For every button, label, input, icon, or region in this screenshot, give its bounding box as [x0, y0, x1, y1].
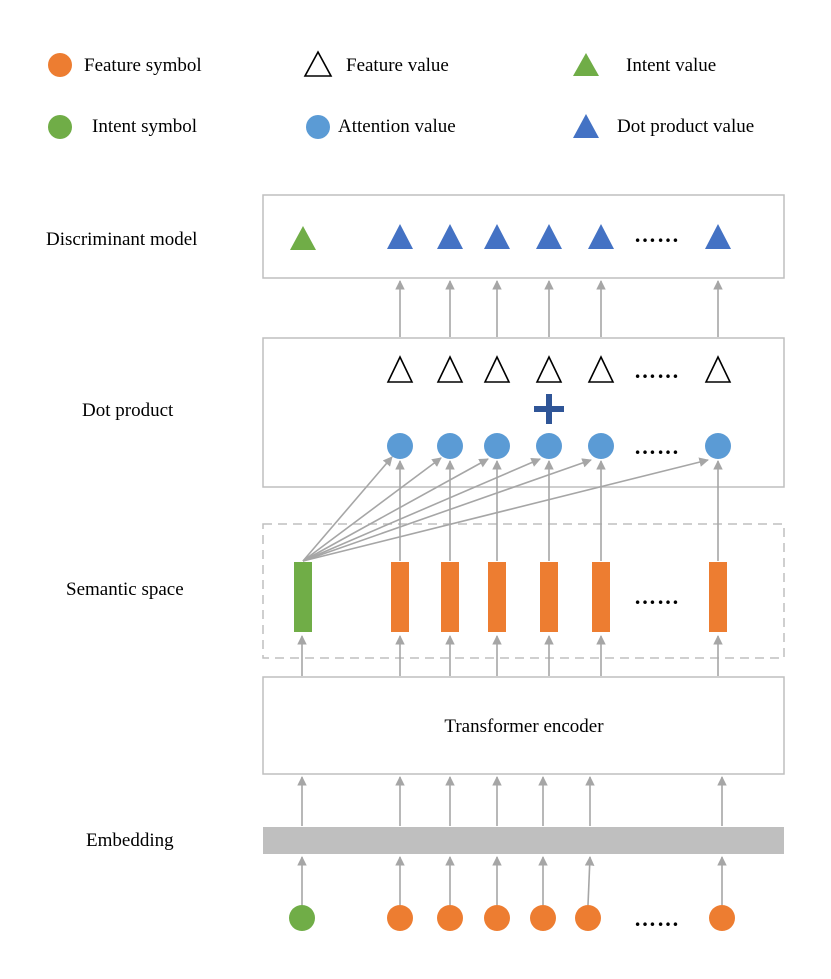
legend-attention-value-icon: [306, 115, 330, 139]
layer-label-embedding: Embedding: [86, 830, 174, 851]
attention-value-circle: [705, 433, 731, 459]
legend-feature-value-icon: [303, 50, 333, 77]
feature-value-ellipsis: ……: [634, 358, 680, 383]
dot-product-value-triangle: [588, 224, 614, 249]
legend-dot-product-value-icon: [573, 114, 599, 138]
attention-ellipsis: ……: [634, 434, 680, 459]
feature-value-triangle: [483, 355, 511, 383]
dot-product-value-triangle: [387, 224, 413, 249]
legend-intent-symbol-icon: [48, 115, 72, 139]
dot-product-box: [262, 337, 785, 488]
feature-semantic-bar: [488, 562, 506, 632]
attention-value-circle: [437, 433, 463, 459]
intent-symbol-circle: [289, 905, 315, 931]
feature-semantic-bar: [441, 562, 459, 632]
dot-product-value-triangle: [705, 224, 731, 249]
feature-symbol-circle: [437, 905, 463, 931]
arrow-intent-to-attention: [302, 458, 541, 562]
discriminant-model-contents: ……: [290, 222, 731, 250]
feature-semantic-bar: [709, 562, 727, 632]
legend-feature-symbol-label: Feature symbol: [84, 55, 202, 76]
feature-semantic-bar: [391, 562, 409, 632]
plus-icon: [534, 394, 564, 424]
arrow-intent-to-attention: [302, 456, 393, 562]
attention-value-circle: [536, 433, 562, 459]
layer-label-semantic-space: Semantic space: [66, 579, 184, 600]
legend-intent-value-label: Intent value: [626, 55, 716, 76]
discriminant-ellipsis: ……: [634, 222, 680, 247]
feature-symbol-circle: [484, 905, 510, 931]
input-symbols: ……: [289, 905, 735, 931]
transformer-encoder-label: Transformer encoder: [444, 716, 604, 737]
arrow-intent-to-attention: [302, 457, 709, 562]
feature-symbol-circle: [709, 905, 735, 931]
arrows: [297, 280, 727, 906]
arrow-intent-to-attention: [302, 458, 489, 562]
attention-value-circle: [484, 433, 510, 459]
legend-intent-symbol-label: Intent symbol: [92, 116, 197, 137]
dot-product-value-triangle: [437, 224, 463, 249]
legend-feature-value-label: Feature value: [346, 55, 449, 76]
legend-feature-symbol-icon: [48, 53, 72, 77]
input-ellipsis: ……: [634, 906, 680, 931]
semantic-space-contents: ……: [294, 562, 727, 632]
feature-symbol-circle: [530, 905, 556, 931]
feature-symbol-circle: [575, 905, 601, 931]
embedding-bar: [263, 827, 784, 854]
intent-semantic-bar: [294, 562, 312, 632]
feature-value-triangle: [587, 355, 615, 383]
feature-value-triangle: [436, 355, 464, 383]
feature-semantic-bar: [592, 562, 610, 632]
feature-value-triangle: [386, 355, 414, 383]
legend: Feature symbol Feature value Intent valu…: [48, 50, 754, 139]
legend-intent-value-icon: [573, 53, 599, 76]
feature-value-triangle: [535, 355, 563, 383]
legend-attention-value-label: Attention value: [338, 116, 456, 137]
arrow-input-to-embedding: [584, 856, 595, 906]
dot-product-value-triangle: [536, 224, 562, 249]
intent-value-triangle: [290, 226, 316, 250]
semantic-space-box: [262, 523, 785, 659]
feature-symbol-circle: [387, 905, 413, 931]
arrow-intent-to-attention: [302, 457, 442, 562]
transformer-encoder-box: [262, 676, 785, 775]
legend-dot-product-value-label: Dot product value: [617, 116, 754, 137]
arrow-intent-to-attention: [302, 458, 592, 562]
attention-value-circle: [588, 433, 614, 459]
feature-value-triangle: [704, 355, 732, 383]
layer-label-dot-product: Dot product: [82, 400, 174, 421]
layer-label-discriminant-model: Discriminant model: [46, 229, 197, 250]
discriminant-model-box: [262, 194, 785, 279]
dot-product-value-triangle: [484, 224, 510, 249]
semantic-ellipsis: ……: [634, 584, 680, 609]
feature-semantic-bar: [540, 562, 558, 632]
dot-product-contents: …… ……: [386, 355, 732, 459]
attention-value-circle: [387, 433, 413, 459]
